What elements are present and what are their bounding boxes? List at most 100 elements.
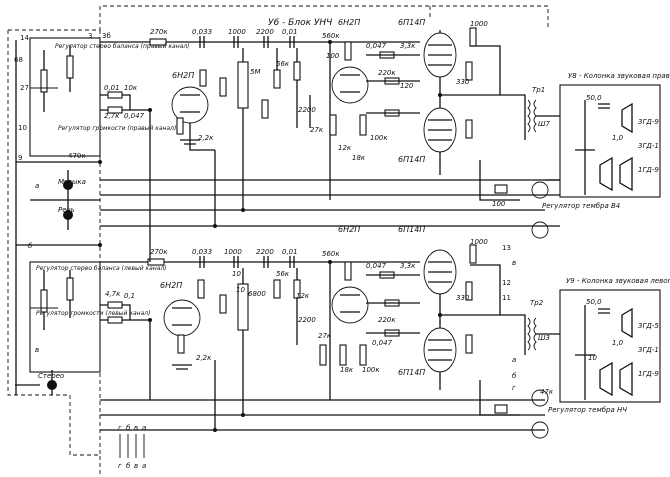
component-value: 560к	[322, 32, 340, 40]
component-value: 18к	[352, 154, 366, 162]
component-value: 3,3к	[400, 42, 416, 50]
labels: У6 - Блок УНЧ 6Н2П 6Н2П 6П14П 6П14П 6Н2П…	[14, 18, 670, 470]
pin-label: в	[35, 346, 39, 354]
component-value: 0,01	[282, 248, 298, 256]
left-control-panel	[15, 37, 150, 395]
tube-label: 6Н2П	[338, 225, 360, 234]
component-value: 560к	[322, 250, 340, 258]
pin-label: 68	[14, 56, 23, 64]
control-label: Регулятор стерео баланса (левый канал)	[36, 265, 167, 272]
component-value: 50,0	[586, 94, 602, 102]
top-amplifier-channel	[100, 27, 560, 227]
tube-label: 6П14П	[398, 368, 425, 377]
tone-control-label: Регулятор тембра В4	[542, 202, 620, 210]
component-value: 2200	[298, 106, 316, 114]
component-value: 2,2к	[196, 354, 212, 362]
component-value: 2200	[256, 28, 274, 36]
pin-label: 10	[18, 124, 27, 132]
component-value: 0,033	[192, 28, 212, 36]
pin-label: а	[35, 182, 39, 190]
component-value: 12к	[338, 144, 352, 152]
connector-label: Ш3	[538, 334, 550, 342]
pin-label: 14	[20, 34, 29, 42]
speaker-model: 1ГД-9	[638, 370, 659, 378]
pin-label: 3	[88, 32, 92, 40]
component-value: 0,1	[124, 292, 135, 300]
component-value: 1000	[470, 238, 488, 246]
speaker-right-title: У8 - Колонка звуковая правого канала	[568, 72, 670, 80]
component-value: 220к	[378, 316, 396, 324]
pin-label: а	[512, 356, 516, 364]
component-value: 0,047	[124, 112, 145, 120]
speaker-model: 3ГД-9	[638, 118, 659, 126]
component-value: 220к	[378, 69, 396, 77]
component-value: 56к	[276, 270, 290, 278]
pin-label: 11	[502, 294, 511, 302]
connector-label: Ш7	[538, 120, 550, 128]
block-title: У6 - Блок УНЧ	[268, 18, 332, 28]
component-value: 0,047	[366, 42, 387, 50]
transformer-label: Тр2	[530, 299, 544, 307]
footer-letter: а	[142, 424, 146, 432]
component-value: 100к	[370, 134, 388, 142]
component-value: 1000	[470, 20, 488, 28]
footer-letter: в	[134, 424, 138, 432]
component-value: 270к	[150, 248, 168, 256]
pin-label: б	[28, 242, 33, 250]
component-value: 120	[400, 82, 414, 90]
component-value: 0,047	[372, 339, 393, 347]
footer-arrows	[119, 434, 145, 458]
pin-label: б	[512, 372, 517, 380]
component-value: 270к	[150, 28, 168, 36]
tube-label: 6П14П	[398, 155, 425, 164]
pin-label: г	[512, 384, 516, 392]
tube-label: 6Н2П	[338, 18, 360, 27]
component-value: 18к	[340, 366, 354, 374]
tone-control-label: Регулятор тембра НЧ	[548, 406, 627, 414]
footer-letter: г	[118, 424, 122, 432]
component-value: 2,7к	[104, 112, 120, 120]
component-value: 1000	[228, 28, 246, 36]
component-value: 47к	[540, 388, 554, 396]
speaker-left-title: У9 - Колонка звуковая левого канала	[566, 277, 670, 285]
pin-label: 27	[20, 84, 29, 92]
component-value: 10	[236, 286, 245, 294]
speaker-model: 3ГД-1	[638, 346, 659, 354]
component-value: 27к	[310, 126, 324, 134]
component-value: 3,3к	[400, 262, 416, 270]
speaker-model: 3ГД-1	[638, 142, 659, 150]
component-value: 330	[456, 294, 470, 302]
component-value: 100	[492, 200, 506, 208]
footer-letter: а	[142, 462, 146, 470]
component-value: 12к	[296, 292, 310, 300]
component-value: 10	[588, 354, 597, 362]
speaker-model: 3ГД-5	[638, 322, 659, 330]
component-value: 27к	[318, 332, 332, 340]
component-value: 5М	[250, 68, 261, 76]
component-value: 50,0	[586, 298, 602, 306]
component-value: 6800	[248, 290, 266, 298]
switch-stereo-label: Стерео	[38, 372, 64, 380]
component-value: 0,01	[104, 84, 120, 92]
pin-label: 3б	[102, 32, 111, 40]
tube-label: 6П14П	[398, 18, 425, 27]
control-label: Регулятор громкости (правый канал)	[58, 125, 176, 132]
component-value: 330	[456, 78, 470, 86]
component-value: 2200	[256, 248, 274, 256]
component-value: 2200	[298, 316, 316, 324]
component-value: 1,0	[612, 134, 624, 142]
component-value: 2,2к	[198, 134, 214, 142]
pin-label: 13	[502, 244, 511, 252]
component-value: 10	[232, 270, 241, 278]
switch-speech-label: Речь	[58, 206, 75, 214]
footer-letter: б	[126, 424, 131, 432]
pin-label: 470к	[68, 152, 86, 160]
pin-label: 9	[18, 154, 22, 162]
control-label: Регулятор стерео баланса (правый канал)	[55, 43, 190, 50]
tube-label: 6П14П	[398, 225, 425, 234]
bottom-amplifier-channel	[100, 110, 560, 431]
component-value: 4,7к	[105, 290, 121, 298]
component-value: 0,047	[366, 262, 387, 270]
junction-dots	[98, 40, 442, 432]
